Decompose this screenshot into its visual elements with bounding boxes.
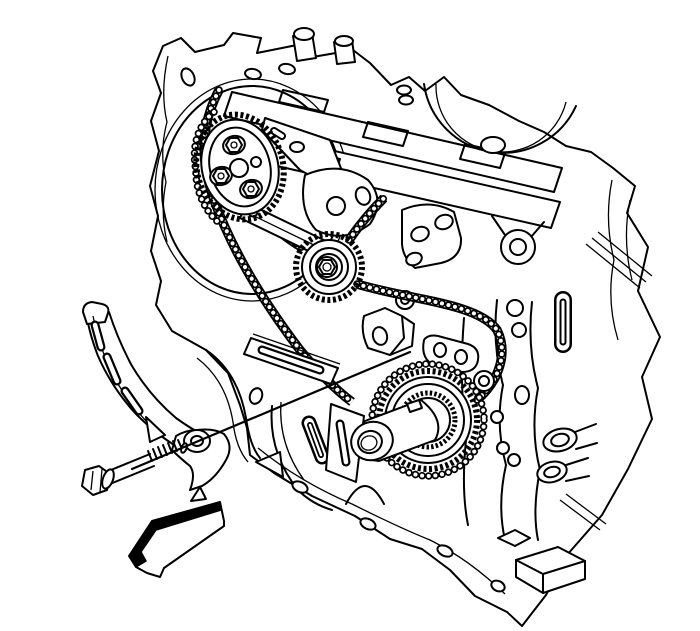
cam-center-hole: [229, 158, 249, 178]
idler-center-bolt: [318, 259, 336, 275]
crank-snout: [350, 399, 440, 462]
guide-bolt: [81, 439, 188, 496]
deck-rail-upper: [223, 91, 563, 193]
fixed-chain-guides: [239, 202, 495, 483]
idler-sprocket: [293, 231, 365, 303]
idler-teeth: [293, 231, 365, 303]
crankshaft-sprocket: [350, 360, 488, 480]
cam-sprocket-teeth: [193, 111, 287, 223]
cam-sprocket-bolts: [209, 134, 263, 200]
camshaft-sprocket: [190, 108, 287, 226]
keyway-notch: [406, 399, 423, 413]
leader-line: [130, 350, 412, 471]
guide-bolt-hole-boss: [361, 307, 415, 356]
flange-hole: [180, 67, 196, 87]
bolt-threads: [147, 439, 183, 462]
arrow-black-face: [128, 501, 222, 568]
removal-direction-arrow-icon: [128, 501, 225, 578]
